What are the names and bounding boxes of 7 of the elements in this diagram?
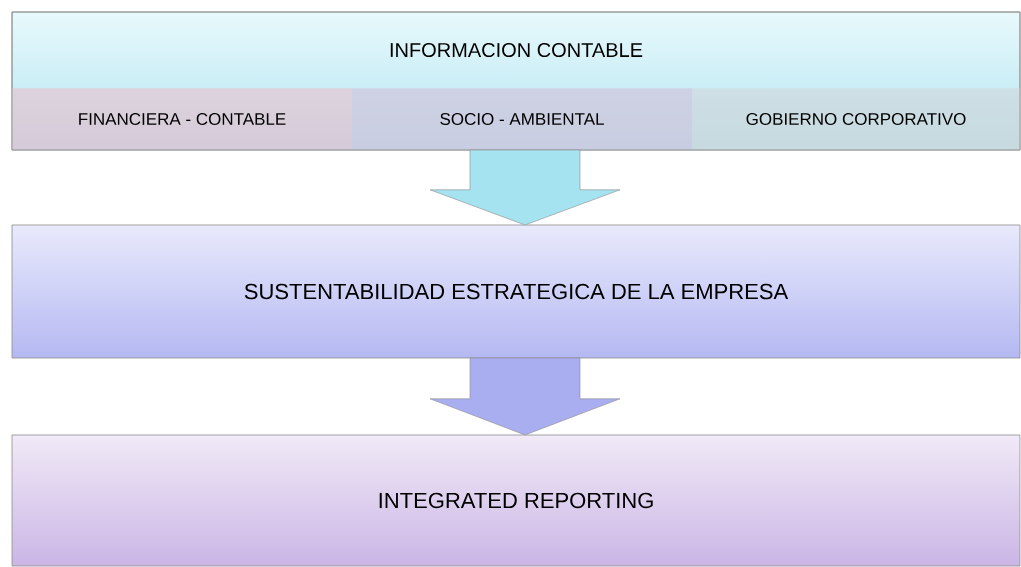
category-cell: SOCIO - AMBIENTAL	[440, 113, 604, 125]
process-box: INTEGRATED REPORTING	[11, 434, 1021, 567]
category-cell: GOBIERNO CORPORATIVO	[746, 113, 966, 125]
block-arrow	[429, 149, 621, 226]
block-arrow	[429, 357, 621, 436]
category-cell: FINANCIERA - CONTABLE	[79, 113, 286, 125]
process-box: SUSTENTABILIDAD ESTRATEGICA DE LA EMPRESA	[11, 224, 1021, 359]
